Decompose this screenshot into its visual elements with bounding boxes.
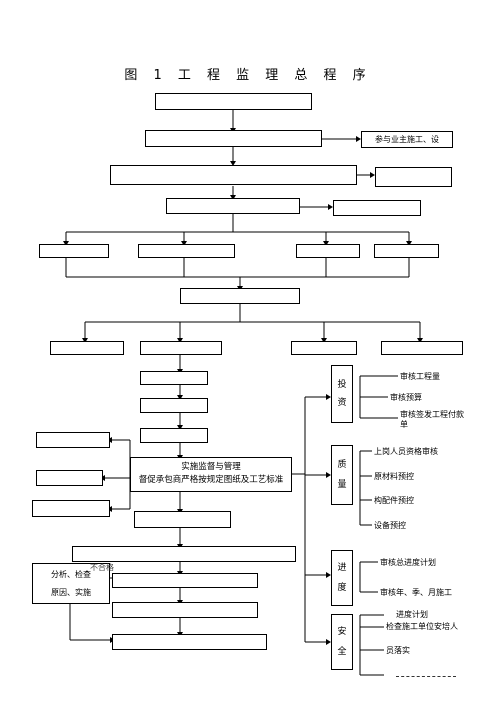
flow-box-start bbox=[155, 93, 312, 110]
flow-box-prep bbox=[166, 198, 300, 214]
quality-item-4: 设备预控 bbox=[374, 521, 406, 530]
diagram-title: 图 1 工 程 监 理 总 程 序 bbox=[124, 68, 372, 83]
investment-item-2: 审核预算 bbox=[390, 393, 422, 402]
category-box-investment: 投 资 bbox=[331, 365, 353, 423]
supervision-line-2: 督促承包商严格按规定图纸及工艺标准 bbox=[138, 475, 284, 485]
flow-box-l6 bbox=[180, 288, 300, 304]
safety-item-4 bbox=[396, 671, 456, 678]
quality-item-2: 原材料预控 bbox=[374, 472, 414, 481]
category-investment-bottom: 资 bbox=[337, 398, 347, 408]
flow-box-c6 bbox=[112, 573, 258, 588]
flow-box-l7-a bbox=[50, 341, 124, 355]
category-quality-top: 质 bbox=[337, 459, 347, 470]
unqualified-label: 不合格 bbox=[90, 563, 114, 572]
flow-box-l5-c bbox=[296, 244, 360, 258]
flow-box-c2 bbox=[140, 398, 208, 413]
category-safety-bottom: 全 bbox=[337, 647, 347, 657]
flow-box-c1 bbox=[140, 371, 208, 385]
safety-item-2: 检查施工单位安培人 bbox=[386, 622, 458, 631]
flow-box-l5-b bbox=[138, 244, 235, 258]
flow-box-l5-a bbox=[39, 244, 109, 258]
flow-box-left-1 bbox=[36, 432, 110, 448]
flow-box-organize bbox=[145, 130, 322, 147]
category-schedule-top: 进 bbox=[337, 562, 347, 573]
flow-box-c5 bbox=[72, 546, 296, 562]
safety-item-1: 进度计划 bbox=[396, 610, 428, 619]
flow-box-plan bbox=[110, 165, 357, 185]
category-box-quality: 质 量 bbox=[331, 445, 353, 505]
flow-box-supervision: 实施监督与管理 督促承包商严格按规定图纸及工艺标准 bbox=[130, 457, 292, 492]
investment-item-1: 审核工程量 bbox=[400, 372, 440, 381]
flow-box-l7-d bbox=[381, 341, 463, 355]
flow-box-l7-c bbox=[291, 341, 357, 355]
quality-item-3: 构配件预控 bbox=[374, 496, 414, 505]
category-box-safety: 安 全 bbox=[331, 614, 353, 670]
schedule-item-2: 审核年、季、月施工 bbox=[380, 588, 452, 597]
category-schedule-bottom: 度 bbox=[337, 583, 347, 593]
supervision-line-1: 实施监督与管理 bbox=[181, 462, 241, 473]
flow-box-c7 bbox=[112, 602, 258, 618]
investment-item-3: 审核签发工程付款单 bbox=[400, 410, 464, 429]
category-safety-top: 安 bbox=[337, 626, 347, 637]
flow-box-analysis: 分析、检查 原因、实施 bbox=[32, 563, 110, 604]
category-quality-bottom: 量 bbox=[337, 480, 347, 490]
flow-box-left-2 bbox=[36, 470, 103, 486]
flow-box-l5-d bbox=[374, 244, 439, 258]
flow-box-l7-b bbox=[140, 341, 222, 355]
flow-box-c3 bbox=[140, 428, 208, 443]
category-box-schedule: 进 度 bbox=[331, 550, 353, 606]
quality-item-1: 上岗人员资格审核 bbox=[374, 447, 438, 456]
flow-box-c8 bbox=[112, 634, 267, 650]
flow-box-participate: 参与业主施工、设 bbox=[361, 131, 453, 148]
analysis-line-1: 分析、检查 bbox=[51, 569, 91, 579]
flow-box-owner-approval bbox=[375, 167, 452, 187]
flow-box-report bbox=[333, 200, 421, 216]
flow-box-c4 bbox=[134, 511, 231, 528]
schedule-item-1: 审核总进度计划 bbox=[380, 558, 436, 567]
safety-item-3: 员落实 bbox=[386, 646, 410, 655]
flow-box-left-3 bbox=[32, 500, 110, 517]
analysis-line-2: 原因、实施 bbox=[51, 588, 91, 597]
category-investment-top: 投 bbox=[337, 379, 347, 390]
